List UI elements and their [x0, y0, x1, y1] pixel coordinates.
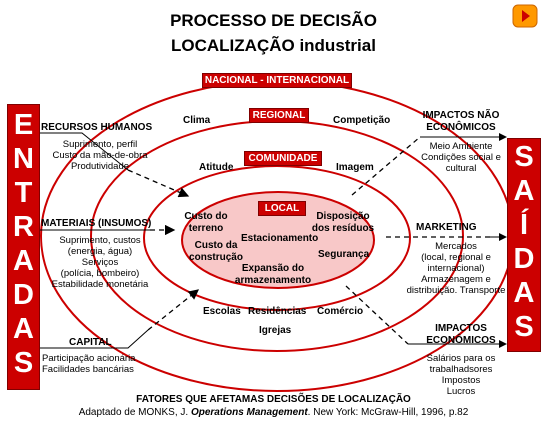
- entradas-letter: R: [13, 211, 34, 243]
- output-line: Salários para os trabalhadsores: [426, 353, 496, 375]
- entradas-letter: S: [13, 347, 34, 379]
- factor-comercio: Comércio: [317, 306, 364, 317]
- input-capital-lines: Participação acionária Facilidades bancá…: [42, 353, 162, 375]
- title-line-1: PROCESSO DE DECISÃO: [170, 11, 377, 30]
- ellipse-local: [181, 191, 375, 289]
- level-local: LOCAL: [258, 201, 306, 216]
- input-line: Suprimento, perfil: [62, 139, 138, 150]
- sidebar-saidas: S A Í D A S: [507, 138, 541, 352]
- saidas-letter: S: [514, 311, 534, 343]
- input-heading-capital: CAPITAL: [69, 337, 112, 348]
- output-nao-economicos-lines: Meio Ambiente Condições social e cultura…: [416, 141, 506, 174]
- input-heading-materiais: MATERIAIS (INSUMOS): [41, 218, 152, 229]
- factor-igrejas: Igrejas: [259, 325, 292, 336]
- saidas-letter: S: [514, 141, 534, 173]
- input-line: Serviços: [81, 257, 119, 268]
- factor-competicao: Competição: [333, 115, 391, 126]
- saidas-letter: A: [513, 277, 535, 309]
- output-line: Mercados: [435, 241, 477, 252]
- input-line: Produtividade: [70, 161, 130, 172]
- input-materiais-lines: Suprimento, custos (energia, água) Servi…: [40, 235, 160, 290]
- output-line: Impostos: [441, 375, 481, 386]
- factor-escolas: Escolas: [203, 306, 241, 317]
- factor-expansao: Expansão do armazenamento: [234, 263, 312, 286]
- factor-disposicao-residuos: Disposição dos resíduos: [311, 211, 375, 234]
- output-economicos-lines: Salários para os trabalhadsores Impostos…: [416, 353, 506, 397]
- input-line: Estabilidade monetária: [51, 279, 149, 290]
- factor-estacionamento: Estacionamento: [241, 233, 319, 244]
- output-line: Armazenagem e distribuição. Transporte: [406, 274, 506, 296]
- output-marketing-lines: Mercados (local, regional e internaciona…: [406, 241, 506, 296]
- saidas-letter: A: [513, 175, 535, 207]
- entradas-letter: T: [14, 177, 33, 209]
- source-prefix: Adaptado de MONKS, J.: [78, 407, 191, 418]
- output-heading-nao-economicos: IMPACTOS NÃO ECONÔMICOS: [422, 110, 500, 133]
- factor-atitude: Atitude: [199, 162, 234, 173]
- input-line: (energia, água): [67, 246, 133, 257]
- factor-clima: Clima: [183, 115, 211, 126]
- output-heading-economicos: IMPACTOS ECONÔMICOS: [426, 323, 496, 346]
- entradas-letter: A: [13, 245, 34, 277]
- source-title: Operations Management: [190, 407, 308, 418]
- factor-residencias: Residências: [248, 306, 307, 317]
- factor-custo-construcao: Custo da construção: [189, 240, 243, 263]
- input-line: Custo da mão-de-obra: [52, 150, 148, 161]
- play-button[interactable]: [512, 4, 538, 28]
- input-line: Facilidades bancárias: [42, 364, 134, 375]
- input-heading-recursos: RECURSOS HUMANOS: [41, 122, 153, 133]
- input-line: (polícia, bombeiro): [60, 268, 140, 279]
- input-recursos-lines: Suprimento, perfil Custo da mão-de-obra …: [40, 139, 160, 172]
- output-line: Meio Ambiente: [429, 141, 493, 152]
- footer-caption: FATORES QUE AFETAMAS DECISÕES DE LOCALIZ…: [136, 394, 411, 405]
- saidas-letter: D: [513, 243, 535, 275]
- footer-source: Adaptado de MONKS, J. Operations Managem…: [0, 407, 547, 419]
- source-suffix: . New York: McGraw-Hill, 1996, p.82: [307, 407, 469, 418]
- ellipse-comunidade: [143, 165, 411, 311]
- entradas-letter: D: [13, 279, 34, 311]
- entradas-letter: A: [13, 313, 34, 345]
- play-triangle-icon: [512, 4, 538, 28]
- entradas-letter: N: [13, 143, 34, 175]
- saidas-letter: Í: [519, 209, 529, 241]
- factor-custo-terreno: Custo do terreno: [184, 211, 228, 234]
- level-nacional: NACIONAL - INTERNACIONAL: [202, 73, 352, 88]
- entradas-letter: E: [13, 109, 34, 141]
- factor-imagem: Imagem: [336, 162, 374, 173]
- level-regional: REGIONAL: [249, 108, 309, 123]
- sidebar-entradas: E N T R A D A S: [7, 104, 40, 390]
- output-heading-marketing: MARKETING: [416, 222, 477, 233]
- level-comunidade: COMUNIDADE: [244, 151, 322, 166]
- factor-seguranca: Segurança: [318, 249, 370, 260]
- title-line-2: LOCALIZAÇÃO industrial: [171, 36, 376, 55]
- output-line: Lucros: [446, 386, 476, 397]
- output-line: (local, regional e internacional): [421, 252, 491, 274]
- input-line: Suprimento, custos: [59, 235, 141, 246]
- output-line: Condições social e cultural: [421, 152, 501, 174]
- input-line: Participação acionária: [42, 353, 136, 364]
